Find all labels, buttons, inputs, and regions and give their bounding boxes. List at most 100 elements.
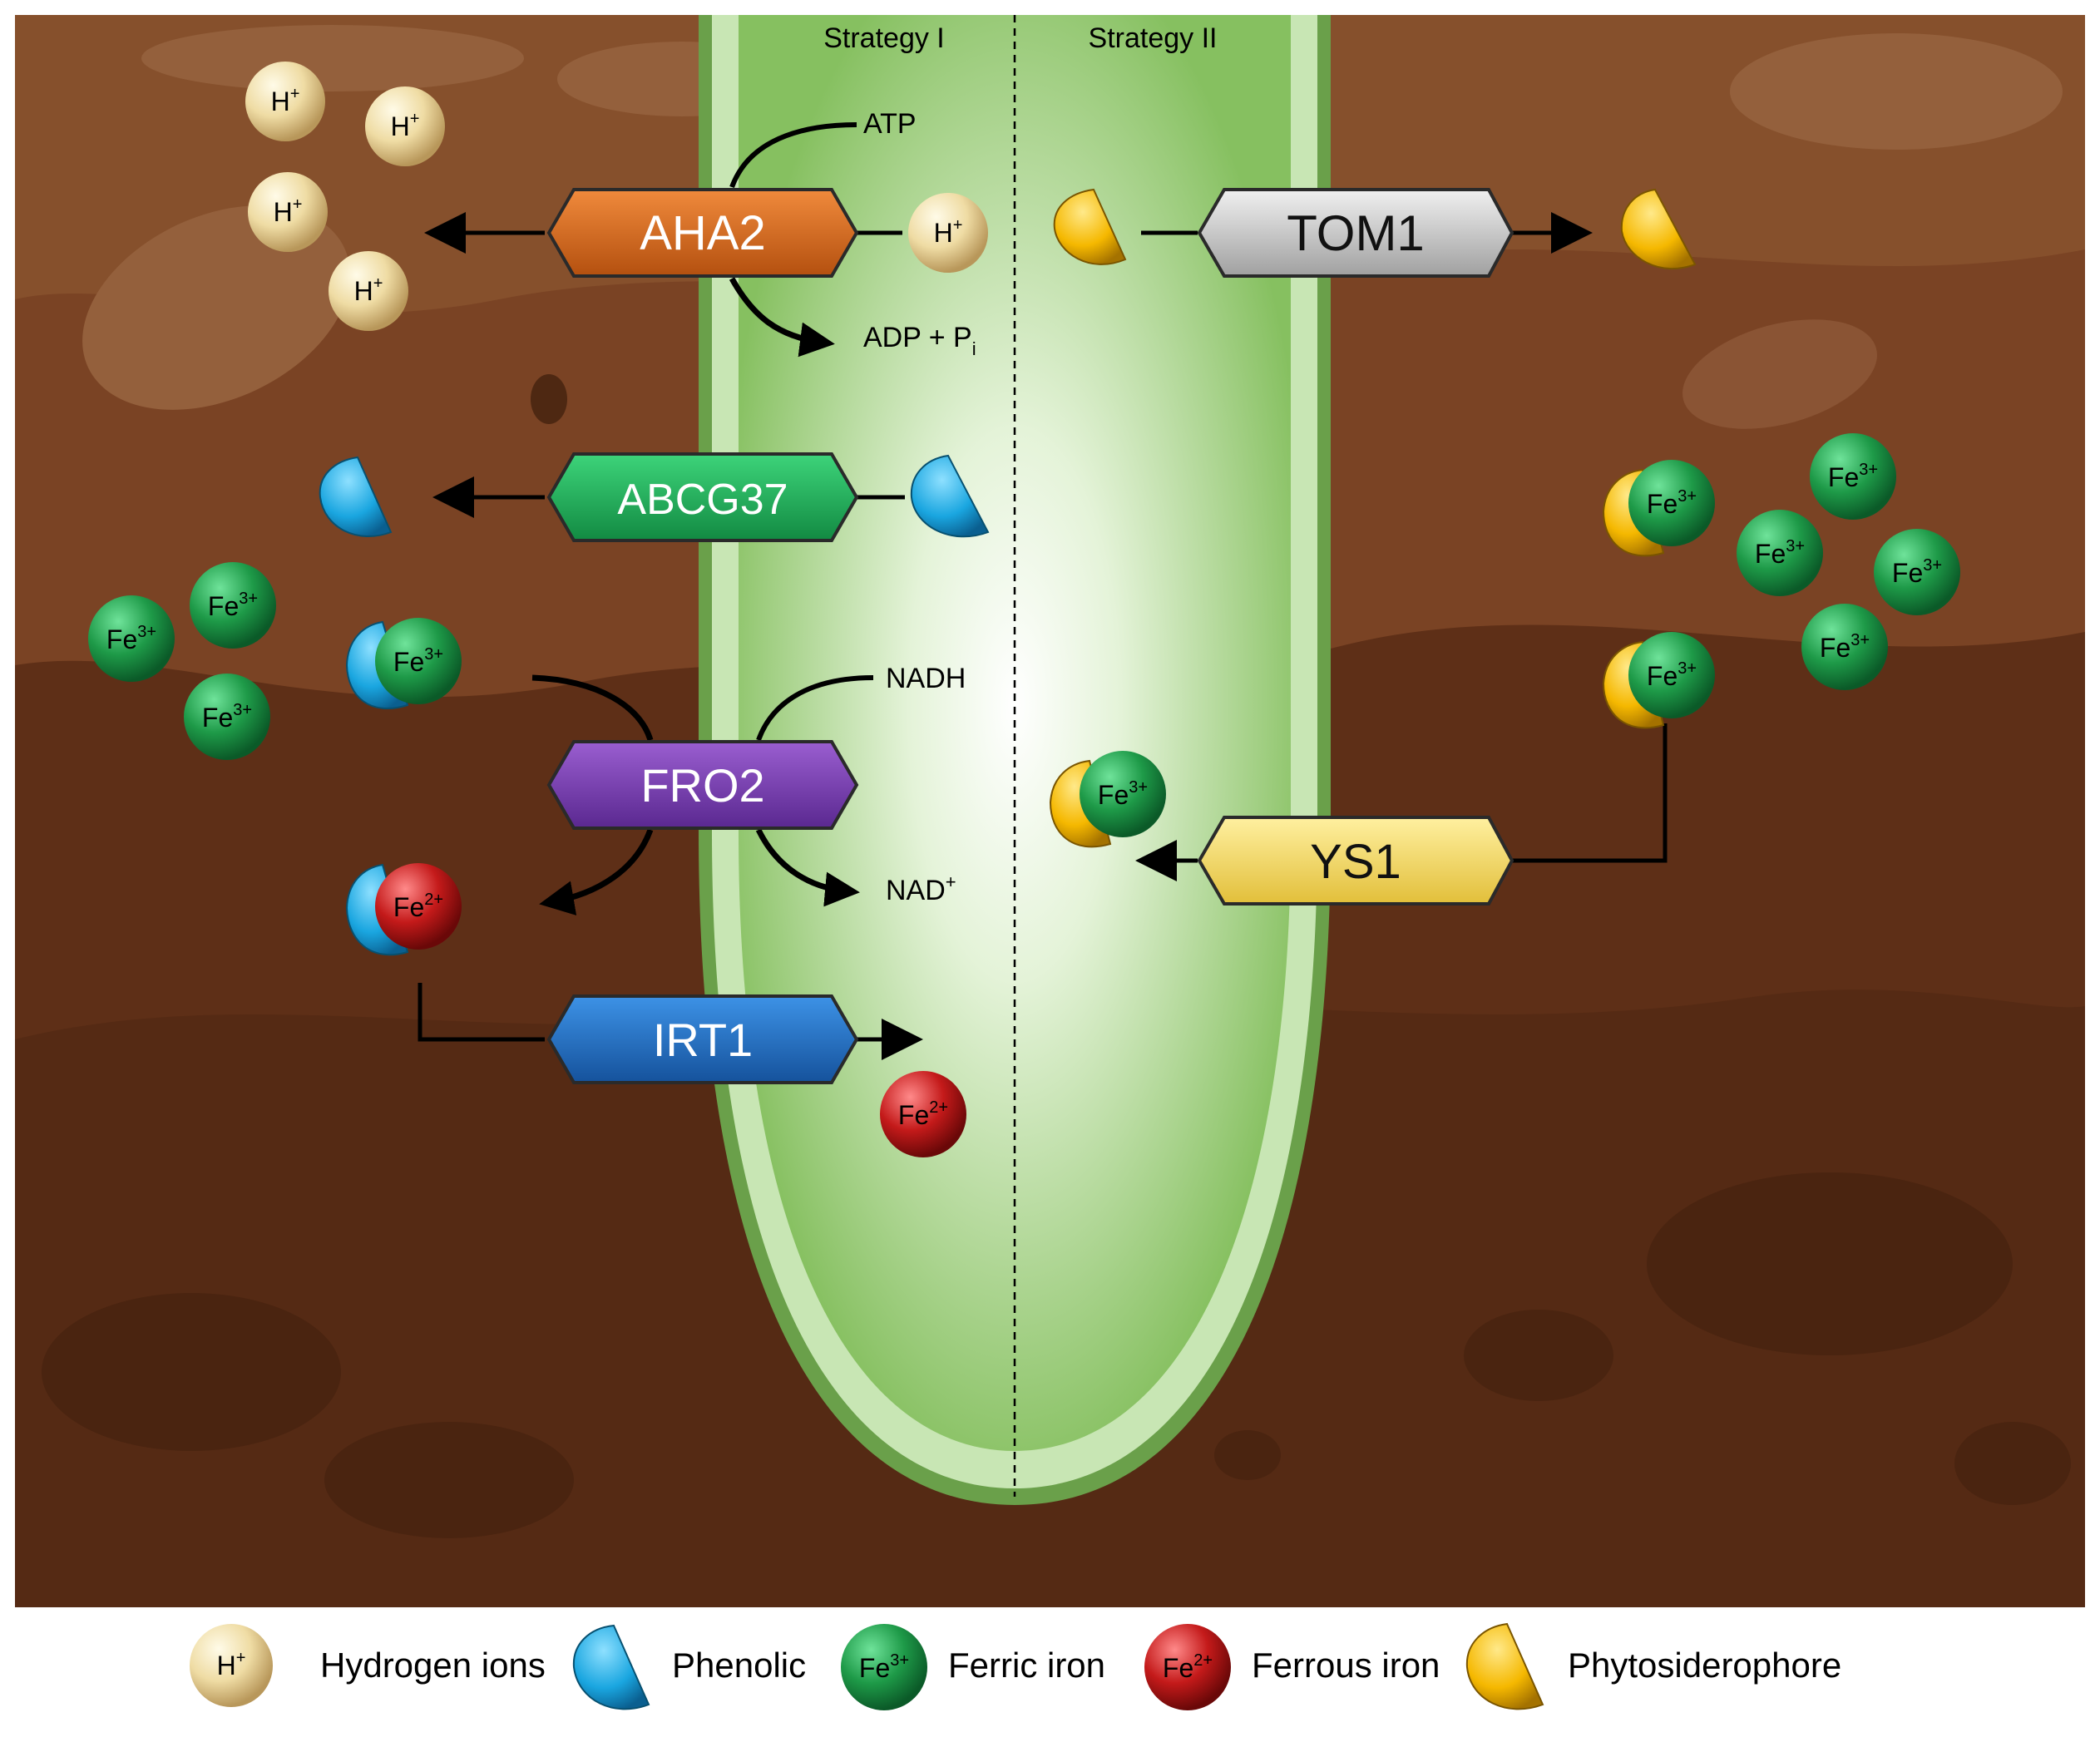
- legend-ferric-icon: Fe3+: [841, 1624, 927, 1710]
- phytosiderophore-molecule: [1053, 188, 1127, 265]
- connectors: [418, 122, 1668, 1060]
- ferrous-iron: Fe2+: [880, 1071, 966, 1157]
- h-symbol: H: [391, 111, 410, 141]
- legend-ferrous-label: Ferrous iron: [1252, 1646, 1440, 1685]
- svg-text:H+: H+: [354, 274, 383, 306]
- tom1-transporter[interactable]: TOM1: [1197, 188, 1514, 278]
- ferric-iron: Fe3+: [1737, 510, 1823, 596]
- h-symbol: H: [354, 276, 373, 306]
- fe-symbol: Fe: [859, 1653, 890, 1683]
- ferric-iron: Fe3+: [88, 595, 175, 682]
- fe3-charge: 3+: [1850, 631, 1870, 649]
- h-symbol: H: [274, 197, 293, 227]
- fe3-charge: 3+: [890, 1651, 909, 1670]
- fe3-charge: 3+: [1678, 487, 1697, 506]
- fe3-charge: 3+: [137, 623, 156, 641]
- h-charge: +: [410, 110, 420, 128]
- nad-label: NAD+: [886, 871, 956, 906]
- h-charge: +: [293, 195, 303, 214]
- fe-symbol: Fe: [1820, 633, 1850, 663]
- fro2-reductase[interactable]: FRO2: [546, 740, 859, 830]
- irt1-label: IRT1: [653, 1014, 753, 1066]
- adp-label: ADP + Pi: [863, 322, 976, 359]
- fe-symbol: Fe: [1647, 661, 1678, 691]
- strategy-2-label: Strategy II: [1089, 22, 1218, 54]
- aha2-label: AHA2: [640, 206, 766, 260]
- phenolic-molecule: [910, 454, 990, 538]
- legend-ferric-label: Ferric iron: [948, 1646, 1105, 1685]
- h-charge: +: [373, 274, 383, 293]
- legend-phytosiderophore-icon: [1465, 1622, 1544, 1710]
- fe3-charge: 3+: [1129, 778, 1148, 797]
- svg-text:H+: H+: [391, 110, 420, 141]
- fe2-charge: 2+: [1193, 1651, 1213, 1670]
- aha2-transporter[interactable]: AHA2: [546, 188, 859, 278]
- phytosiderophore-ferric-complex: Fe3+: [1602, 460, 1715, 557]
- legend-ferrous-icon: Fe2+: [1144, 1624, 1231, 1710]
- fe-symbol: Fe: [898, 1100, 929, 1130]
- phytosiderophore-ferric-complex: Fe3+: [1049, 751, 1166, 848]
- fe2-charge: 2+: [424, 891, 443, 909]
- ferric-iron: Fe3+: [190, 562, 276, 649]
- phenolic-molecule: [319, 456, 393, 537]
- legend-hydrogen-label: Hydrogen ions: [320, 1646, 546, 1685]
- ferric-iron: Fe3+: [1801, 604, 1888, 690]
- svg-text:Fe3+: Fe3+: [393, 645, 443, 677]
- fe-symbol: Fe: [106, 624, 137, 654]
- phytosiderophore-molecule: [1620, 188, 1697, 269]
- fe-symbol: Fe: [1828, 462, 1859, 492]
- legend-phenolic-icon: [572, 1624, 650, 1710]
- fe-symbol: Fe: [1647, 489, 1678, 519]
- fe-symbol: Fe: [1098, 780, 1129, 810]
- svg-text:Fe3+: Fe3+: [106, 623, 156, 654]
- hydrogen-ion: H+: [329, 251, 408, 331]
- legend-phytosiderophore-label: Phytosiderophore: [1568, 1646, 1841, 1685]
- nad-text: NAD: [886, 875, 946, 906]
- fe3-charge: 3+: [239, 590, 258, 608]
- svg-text:Fe2+: Fe2+: [898, 1098, 948, 1130]
- hydrogen-ion: H+: [248, 172, 328, 252]
- svg-text:Fe2+: Fe2+: [393, 891, 443, 922]
- strategy-1-label: Strategy I: [823, 22, 945, 54]
- abcg37-label: ABCG37: [617, 476, 788, 524]
- h-charge: +: [290, 85, 300, 103]
- hydrogen-ion: H+: [245, 62, 325, 141]
- fe-symbol: Fe: [1892, 558, 1923, 588]
- abcg37-transporter[interactable]: ABCG37: [546, 452, 859, 542]
- svg-text:Fe3+: Fe3+: [1647, 487, 1697, 519]
- svg-text:Fe3+: Fe3+: [1098, 778, 1148, 810]
- h-symbol: H: [217, 1651, 236, 1680]
- svg-text:H+: H+: [271, 85, 300, 116]
- svg-text:Fe3+: Fe3+: [859, 1651, 909, 1683]
- svg-text:Fe3+: Fe3+: [1820, 631, 1870, 663]
- root: [699, 15, 1331, 1505]
- svg-text:H+: H+: [274, 195, 303, 227]
- legend-hydrogen-icon: H+: [190, 1624, 273, 1707]
- nadh-label: NADH: [886, 663, 966, 694]
- adp-text: ADP + P: [863, 322, 972, 353]
- ferric-iron: Fe3+: [1810, 433, 1896, 520]
- fe3-charge: 3+: [1678, 659, 1697, 678]
- phenolic-ferric-complex: Fe3+: [345, 618, 462, 709]
- fe-symbol: Fe: [1755, 539, 1786, 569]
- svg-text:H+: H+: [217, 1649, 246, 1680]
- svg-text:Fe3+: Fe3+: [1755, 537, 1805, 569]
- fe-symbol: Fe: [393, 647, 424, 677]
- ys1-transporter[interactable]: YS1: [1197, 816, 1514, 906]
- svg-text:H+: H+: [934, 216, 963, 248]
- phenolic-ferrous-complex: Fe2+: [345, 863, 462, 956]
- h-symbol: H: [934, 218, 953, 248]
- h-symbol: H: [271, 86, 290, 116]
- legend-phenolic-label: Phenolic: [672, 1646, 806, 1685]
- fe-symbol: Fe: [208, 591, 239, 621]
- hydrogen-ion: H+: [908, 193, 988, 273]
- fe3-charge: 3+: [424, 645, 443, 664]
- svg-text:Fe3+: Fe3+: [208, 590, 258, 621]
- legend: H+ Hydrogen ions Phenolic Fe3+ Ferric ir…: [0, 1607, 2100, 1737]
- fe3-charge: 3+: [1786, 537, 1805, 555]
- irt1-transporter[interactable]: IRT1: [546, 994, 859, 1084]
- adp-subscript: i: [972, 338, 976, 359]
- nad-superscript: +: [946, 871, 956, 892]
- ferric-iron: Fe3+: [1874, 529, 1960, 615]
